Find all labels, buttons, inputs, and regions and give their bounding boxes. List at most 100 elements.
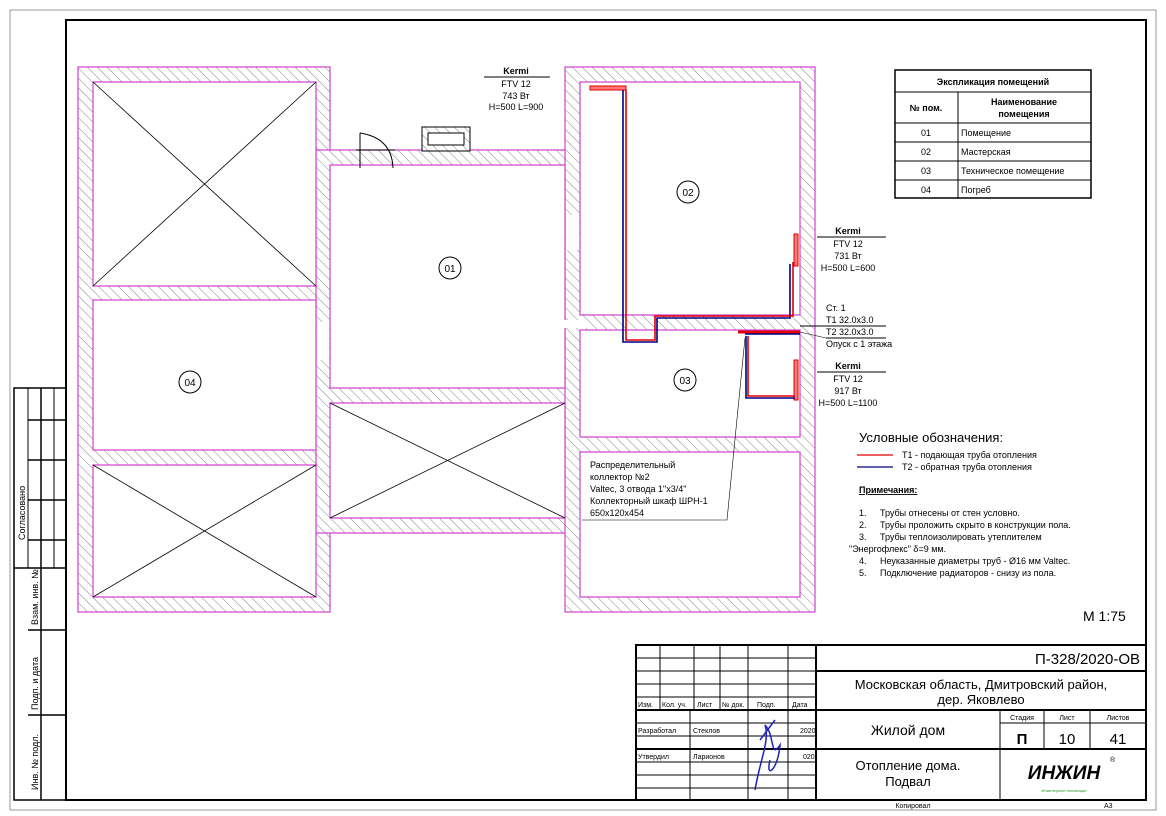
svg-text:FTV 12: FTV 12 <box>833 374 863 384</box>
svg-text:Наименование: Наименование <box>991 97 1057 107</box>
svg-text:3.: 3. <box>859 532 867 542</box>
room-03 <box>579 329 801 438</box>
door-icon <box>356 132 395 169</box>
svg-text:743 Вт: 743 Вт <box>502 91 529 101</box>
stage-value: П <box>1017 731 1028 748</box>
svg-text:Распределительный: Распределительный <box>590 460 675 470</box>
svg-text:Примечания:: Примечания: <box>859 485 917 495</box>
svg-text:Ларионов: Ларионов <box>693 754 725 761</box>
explication-table: Экспликация помещений № пом. Наименовани… <box>894 69 1092 199</box>
room-tags: 01 02 03 04 <box>178 180 700 394</box>
svg-text:№ пом.: № пом. <box>910 103 943 113</box>
legend: Условные обозначения: Т1 - подающая труб… <box>857 430 1037 472</box>
svg-text:Условные обозначения:: Условные обозначения: <box>859 430 1003 445</box>
svg-text:03: 03 <box>921 166 931 176</box>
svg-text:2.: 2. <box>859 520 867 530</box>
svg-text:Копировал: Копировал <box>895 803 930 810</box>
riser-label: Ст. 1 Т1 32.0x3.0 Т2 32.0x3.0 Опуск с 1 … <box>799 303 892 349</box>
svg-text:Т1 - подающая труба отопления: Т1 - подающая труба отопления <box>902 450 1037 460</box>
company-logo-subtitle: Инженерные инновации <box>1041 788 1086 793</box>
svg-text:коллектор №2: коллектор №2 <box>590 472 650 482</box>
svg-text:Экспликация помещений: Экспликация помещений <box>937 77 1049 87</box>
svg-text:"Энергофлекс" δ=9 мм.: "Энергофлекс" δ=9 мм. <box>849 544 946 554</box>
svg-text:731 Вт: 731 Вт <box>834 251 861 261</box>
svg-text:020: 020 <box>803 754 815 761</box>
svg-text:Kermi: Kermi <box>503 66 529 76</box>
svg-text:Неуказанные диаметры труб - Ø1: Неуказанные диаметры труб - Ø16 мм Valte… <box>880 556 1070 566</box>
registered-mark: ® <box>1110 756 1116 764</box>
svg-text:650x120x454: 650x120x454 <box>590 508 644 518</box>
radiator-1 <box>589 85 627 91</box>
svg-text:Помещение: Помещение <box>961 128 1011 138</box>
svg-text:Дата: Дата <box>792 702 808 709</box>
company-logo: ИНЖИН <box>1028 763 1102 784</box>
svg-text:H=500 L=1100: H=500 L=1100 <box>819 398 878 408</box>
agreed-label: Согласовано <box>17 486 27 540</box>
radiator-label-2: Kermi FTV 12 731 Вт H=500 L=600 <box>817 226 886 273</box>
location-line-1: Московская область, Дмитровский район, <box>855 677 1107 692</box>
svg-text:Kermi: Kermi <box>835 361 861 371</box>
sheets-value: 41 <box>1110 731 1127 748</box>
svg-text:Трубы проложить скрыто в конст: Трубы проложить скрыто в конструкции пол… <box>880 520 1071 530</box>
svg-text:5.: 5. <box>859 568 867 578</box>
sign-date-label: Подп. и дата <box>30 657 40 710</box>
location-line-2: дер. Яковлево <box>937 692 1024 707</box>
sheet-title-2: Подвал <box>885 774 930 789</box>
radiator-label-1: Kermi FTV 12 743 ВтH=500 L=900 <box>484 66 550 112</box>
room-tag-02: 02 <box>682 188 694 199</box>
svg-text:H=500 L=900: H=500 L=900 <box>489 102 544 112</box>
sheet-value: 10 <box>1059 731 1076 748</box>
room-tag-03: 03 <box>679 376 691 387</box>
svg-text:Стеклов: Стеклов <box>693 728 720 735</box>
svg-text:Трубы отнесены от стен условно: Трубы отнесены от стен условно. <box>880 508 1020 518</box>
sheet-title-1: Отопление дома. <box>856 758 961 773</box>
floor-plan <box>77 66 816 613</box>
svg-text:Valtec, 3 отвода 1"x3/4": Valtec, 3 отвода 1"x3/4" <box>590 484 686 494</box>
svg-text:02: 02 <box>921 147 931 157</box>
svg-text:Лист: Лист <box>1059 715 1075 722</box>
svg-text:1.: 1. <box>859 508 867 518</box>
svg-text:помещения: помещения <box>998 109 1049 119</box>
room-04 <box>92 299 317 451</box>
svg-text:Стадия: Стадия <box>1010 715 1034 722</box>
outer-border <box>9 9 1157 811</box>
svg-text:Kermi: Kermi <box>835 226 861 236</box>
inv-orig-label: Инв. № подл. <box>30 734 40 790</box>
svg-text:Утвердил: Утвердил <box>638 754 669 761</box>
svg-text:Опуск с 1 этажа: Опуск с 1 этажа <box>826 339 892 349</box>
svg-text:04: 04 <box>921 185 931 195</box>
svg-text:Лист: Лист <box>697 702 713 709</box>
svg-text:Ст. 1: Ст. 1 <box>826 303 846 313</box>
svg-text:№ док.: № док. <box>722 702 744 709</box>
svg-text:Подключение радиаторов - снизу: Подключение радиаторов - снизу из пола. <box>880 568 1056 578</box>
svg-text:Мастерская: Мастерская <box>961 147 1011 157</box>
svg-text:FTV 12: FTV 12 <box>833 239 863 249</box>
collector-label: Распределительный коллектор №2 Valtec, 3… <box>582 337 746 521</box>
svg-text:Коллекторный шкаф ШРН-1: Коллекторный шкаф ШРН-1 <box>590 496 708 506</box>
svg-text:Погреб: Погреб <box>961 185 991 195</box>
svg-text:Т2 32.0x3.0: Т2 32.0x3.0 <box>826 327 874 337</box>
svg-text:Т2 - обратная труба отопления: Т2 - обратная труба отопления <box>902 462 1032 472</box>
room-tag-01: 01 <box>444 264 456 275</box>
svg-text:Изм.: Изм. <box>638 702 653 709</box>
notes: Примечания: 1. Трубы отнесены от стен усл… <box>849 485 1071 578</box>
svg-text:Т1 32.0x3.0: Т1 32.0x3.0 <box>826 315 874 325</box>
radiator-label-3: Kermi FTV 12 917 Вт H=500 L=1100 <box>817 361 886 408</box>
svg-text:Трубы теплоизолировать утеплит: Трубы теплоизолировать утеплителем <box>880 532 1042 542</box>
radiator-2 <box>793 233 799 267</box>
side-stamp: Согласовано Взам. инв. № Подп. и дата Ин… <box>13 387 67 801</box>
svg-text:H=500 L=600: H=500 L=600 <box>821 263 876 273</box>
svg-text:Кол. уч.: Кол. уч. <box>662 702 687 709</box>
svg-text:FTV 12: FTV 12 <box>501 79 531 89</box>
object-name: Жилой дом <box>871 722 945 738</box>
document-code: П-328/2020-ОВ <box>1035 651 1140 668</box>
heating-pipes <box>589 85 800 401</box>
svg-text:2020: 2020 <box>800 728 816 735</box>
svg-text:917 Вт: 917 Вт <box>834 386 861 396</box>
room-tag-04: 04 <box>184 378 196 389</box>
inv-replace-label: Взам. инв. № <box>30 569 40 625</box>
svg-text:Разработал: Разработал <box>638 727 676 735</box>
svg-text:4.: 4. <box>859 556 867 566</box>
